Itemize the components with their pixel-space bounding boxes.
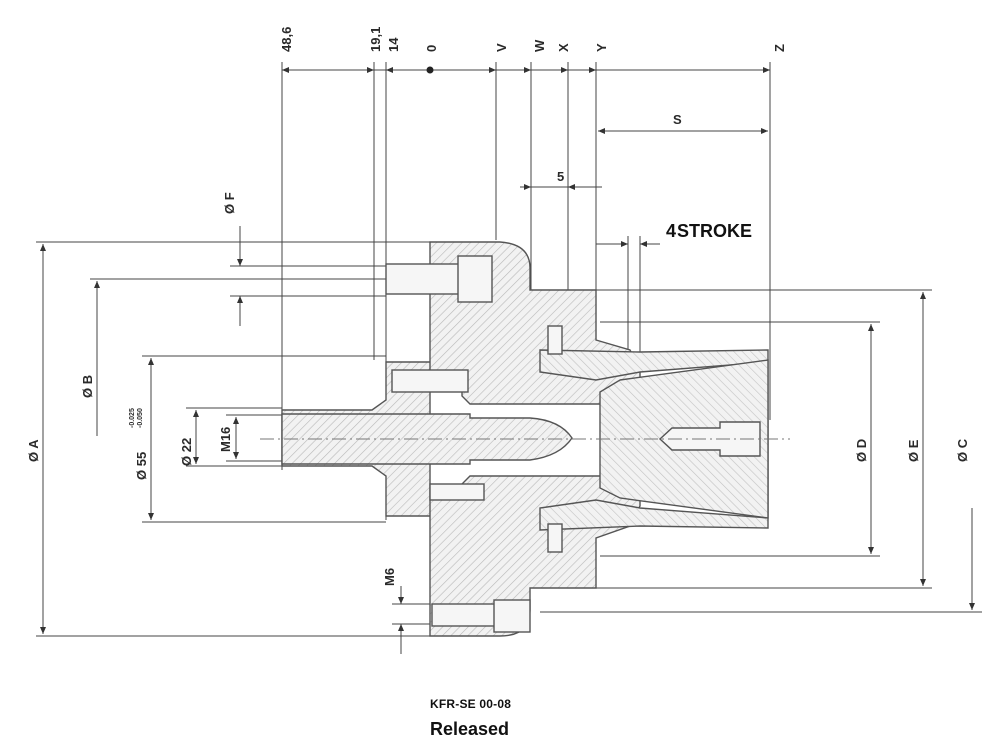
label-dia-22: Ø 22 <box>179 438 194 466</box>
origin-dot <box>426 66 434 74</box>
upper-screw <box>391 369 469 393</box>
bottom-bolt-shank <box>431 603 497 627</box>
dim-y: Y <box>594 43 609 52</box>
dim-z: Z <box>772 44 787 52</box>
dim-0: 0 <box>424 45 439 52</box>
dim-19-1: 19,1 <box>368 27 383 52</box>
top-bolt-shank <box>385 263 467 295</box>
lower-screw <box>429 483 485 501</box>
label-m6: M6 <box>382 568 397 586</box>
label-dia-a: Ø A <box>26 439 41 462</box>
label-stroke: STROKE <box>677 221 752 241</box>
top-dimension-labels: 48,6 19,1 14 0 V W X Y Z <box>279 27 787 52</box>
part-cross-section <box>281 241 769 637</box>
dim-w: W <box>532 39 547 52</box>
dim-v: V <box>494 43 509 52</box>
dimension-stroke <box>596 236 660 360</box>
top-dimension-chain <box>281 62 771 520</box>
left-diameter-dims <box>36 226 500 654</box>
right-diameter-dims <box>540 289 982 613</box>
label-stroke-number: 4 <box>666 221 676 241</box>
dim-x: X <box>556 43 571 52</box>
lower-key <box>547 523 563 553</box>
label-m16: M16 <box>218 427 233 452</box>
dim-48-6: 48,6 <box>279 27 294 52</box>
upper-key <box>547 325 563 355</box>
dim-14: 14 <box>386 37 401 52</box>
top-bolt-head <box>457 255 493 303</box>
label-dia-c: Ø C <box>955 438 970 462</box>
label-5: 5 <box>557 169 564 184</box>
label-dia-b: Ø B <box>80 375 95 398</box>
label-tol-upper: -0.025 <box>129 408 136 428</box>
drawing-status: Released <box>430 719 510 739</box>
label-s: S <box>673 112 682 127</box>
label-dia-f: Ø F <box>222 192 237 214</box>
drawing-code: KFR-SE 00-08 <box>430 697 512 711</box>
label-dia-e: Ø E <box>906 439 921 462</box>
bottom-bolt-head <box>493 599 531 633</box>
label-dia-55: Ø 55 <box>134 452 149 480</box>
label-tol-lower: -0.050 <box>137 408 144 428</box>
center-stud <box>281 413 573 465</box>
label-dia-d: Ø D <box>854 439 869 462</box>
